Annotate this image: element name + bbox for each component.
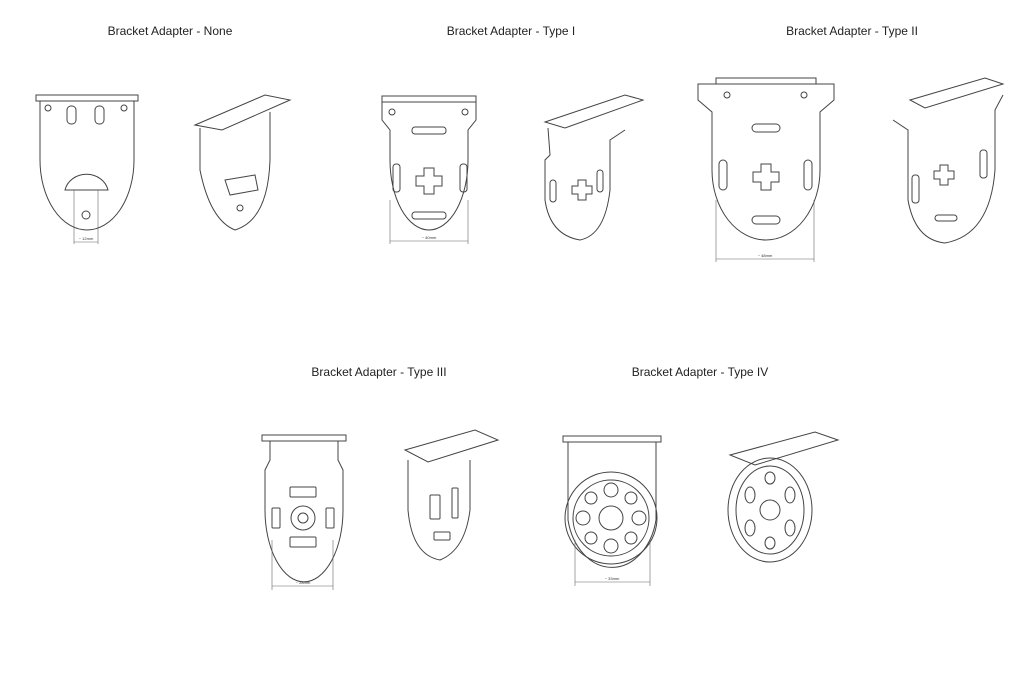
bracket-type-2-iso <box>892 77 1005 244</box>
dimension-type-4: ~ 33mm <box>604 576 620 581</box>
title-type-2: Bracket Adapter - Type II <box>786 24 918 38</box>
bracket-none-iso <box>193 94 292 231</box>
bracket-type-3-front <box>261 434 347 590</box>
bracket-type-1-iso <box>543 94 645 241</box>
bracket-none-front <box>35 94 139 244</box>
dimension-type-1: ~ 40mm <box>421 235 437 240</box>
title-type-4: Bracket Adapter - Type IV <box>631 365 769 379</box>
dimension-none: ~ 12mm <box>78 236 94 241</box>
bracket-type-3-iso <box>403 429 500 561</box>
dimension-type-2: ~ 48mm <box>757 253 773 258</box>
bracket-type-4-front <box>562 435 662 586</box>
bracket-type-2-front <box>697 77 835 262</box>
title-type-3: Bracket Adapter - Type III <box>311 365 447 379</box>
title-type-1: Bracket Adapter - Type I <box>446 24 576 38</box>
dimension-type-3: ~ 28mm <box>295 580 311 585</box>
bracket-type-1-front <box>381 95 477 244</box>
title-none: Bracket Adapter - None <box>107 24 233 38</box>
bracket-type-4-iso <box>727 431 840 563</box>
